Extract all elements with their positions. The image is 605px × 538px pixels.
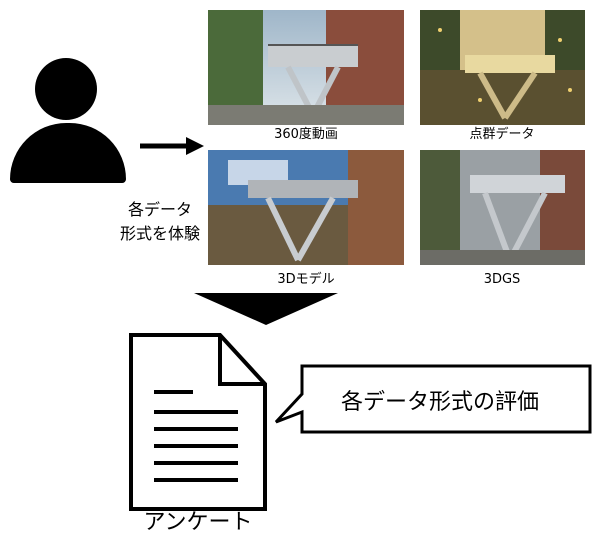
questionnaire-label: アンケート — [143, 510, 253, 535]
speech-bubble — [274, 364, 592, 434]
experience-caption: 各データ 形式を体験 — [95, 198, 225, 246]
document-icon — [129, 333, 267, 511]
image-3dgs — [420, 150, 605, 265]
evaluation-text: 各データ形式の評価 — [340, 390, 539, 415]
image-label-3dgs: 3DGS — [483, 272, 521, 287]
caption-line-2: 形式を体験 — [119, 224, 200, 243]
image-point-cloud — [420, 10, 605, 125]
user-body-icon — [10, 123, 126, 183]
image-3d-model — [208, 150, 404, 265]
user-head-icon — [35, 58, 97, 120]
image-label-3d-model: 3Dモデル — [277, 272, 335, 287]
image-360-video — [208, 10, 404, 125]
arrow-right-icon — [140, 137, 204, 155]
image-label-360-video: 360度動画 — [274, 127, 338, 142]
caption-line-1: 各データ — [127, 200, 192, 219]
arrow-down-icon — [194, 293, 338, 325]
image-label-point-cloud: 点群データ — [469, 127, 535, 142]
